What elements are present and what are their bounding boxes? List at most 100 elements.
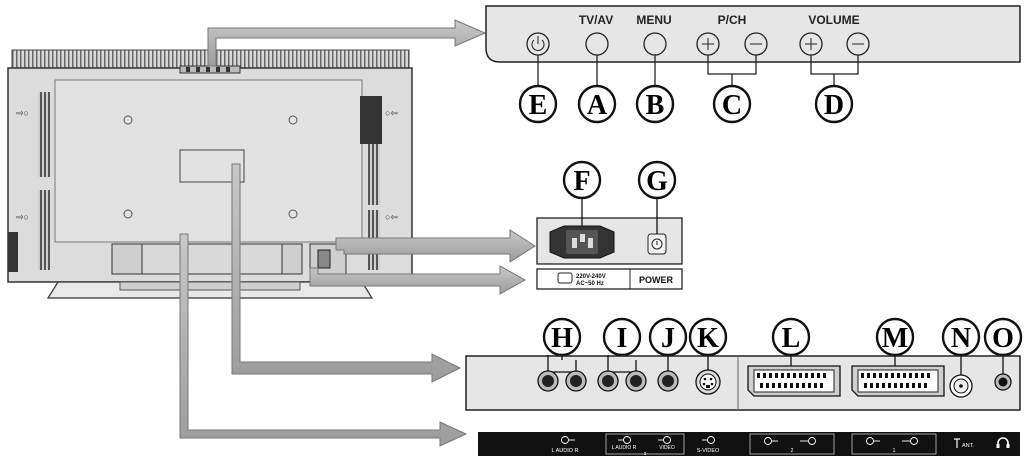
plus-icon bbox=[805, 38, 817, 50]
screw-hole bbox=[123, 209, 133, 219]
volume-label: VOLUME bbox=[808, 13, 859, 27]
power-icon bbox=[531, 36, 545, 51]
tv-rear-view: ⇨○ ⇨○ ○⇦ ○⇦ bbox=[7, 49, 413, 299]
antenna-label: ANT. bbox=[962, 443, 974, 449]
svg-text:N: N bbox=[951, 323, 971, 354]
svg-text:F: F bbox=[573, 166, 590, 197]
scart-2-number: 2 bbox=[791, 448, 794, 454]
output-arrow-icon bbox=[764, 437, 778, 445]
callout-g: G bbox=[637, 160, 677, 200]
headphone-jack[interactable] bbox=[994, 373, 1012, 391]
screw-hole bbox=[288, 115, 298, 125]
left-side-block bbox=[8, 232, 18, 272]
right-speaker-block bbox=[360, 96, 382, 144]
input-arrow-icon bbox=[902, 437, 918, 445]
control-leader-lines bbox=[537, 55, 859, 86]
power-frequency: AC~50 Hz bbox=[576, 281, 604, 287]
callout-a: A bbox=[577, 84, 617, 124]
power-voltage: 220V-240V bbox=[576, 274, 606, 280]
svg-text:B: B bbox=[646, 90, 665, 121]
svg-text:○⇦: ○⇦ bbox=[385, 108, 398, 118]
svg-text:G: G bbox=[646, 166, 668, 197]
input-arrow-icon bbox=[658, 436, 671, 444]
callout-n: N bbox=[941, 317, 981, 357]
power-text: POWER bbox=[639, 275, 674, 285]
menu-button[interactable] bbox=[643, 32, 667, 56]
video-in-jack[interactable] bbox=[657, 370, 679, 392]
arrow-to-terminal-strip bbox=[179, 233, 468, 447]
screw-hole bbox=[288, 209, 298, 219]
input-arrow-icon bbox=[618, 436, 631, 444]
audio-out-right-jack[interactable] bbox=[565, 370, 587, 392]
svg-text:I: I bbox=[617, 323, 628, 354]
tvav-button[interactable] bbox=[585, 32, 609, 56]
scart-1-number: 1 bbox=[893, 448, 896, 454]
av3-video-label: VIDEO bbox=[659, 445, 675, 451]
svg-text:E: E bbox=[529, 90, 548, 121]
svg-text:A: A bbox=[587, 90, 608, 121]
svg-text:C: C bbox=[722, 90, 742, 121]
callout-b: B bbox=[635, 84, 675, 124]
power-panel: 220V-240V AC~50 Hz POWER bbox=[536, 198, 683, 290]
audio-out-label: L AUDIO R bbox=[552, 448, 579, 454]
antenna-icon bbox=[954, 438, 960, 448]
arrow-to-power-label bbox=[309, 265, 527, 295]
svg-text:K: K bbox=[697, 323, 719, 354]
svg-text:M: M bbox=[882, 323, 908, 354]
svg-text:H: H bbox=[551, 323, 573, 354]
terminal-strip-background bbox=[478, 432, 1020, 456]
svideo-label: S-VIDEO bbox=[697, 448, 720, 454]
callout-d: D bbox=[814, 84, 854, 124]
svideo-jack[interactable] bbox=[695, 369, 721, 395]
svg-text:D: D bbox=[824, 90, 844, 121]
tvav-label: TV/AV bbox=[579, 13, 613, 27]
callout-i: I bbox=[602, 317, 642, 357]
callout-letters: E A B C D F G H bbox=[518, 84, 1023, 357]
power-switch-icon bbox=[651, 238, 663, 250]
audio-out-left-jack[interactable] bbox=[537, 370, 559, 392]
av3-number: 3 bbox=[644, 451, 647, 456]
screw-hole bbox=[123, 115, 133, 125]
scart-1-connector[interactable] bbox=[851, 365, 945, 397]
iec-socket-icon bbox=[557, 272, 573, 284]
control-panel: TV/AV MENU P/CH VOLUME bbox=[485, 5, 1021, 86]
svg-text:⇨○: ⇨○ bbox=[16, 212, 29, 222]
arrow-to-side-panel bbox=[231, 163, 462, 383]
callout-k: K bbox=[688, 317, 728, 357]
tv-back-panel bbox=[54, 79, 363, 243]
callout-e: E bbox=[518, 84, 558, 124]
menu-label: MENU bbox=[636, 13, 671, 27]
svg-text:○⇦: ○⇦ bbox=[385, 212, 398, 222]
callout-h: H bbox=[542, 317, 582, 357]
svg-text:⇨○: ⇨○ bbox=[16, 108, 29, 118]
audio-in-left-jack[interactable] bbox=[597, 370, 619, 392]
terminal-label-strip: L AUDIO R L AUDIO R VIDEO 3 S-VIDEO bbox=[478, 432, 1020, 456]
audio-in-right-jack[interactable] bbox=[625, 370, 647, 392]
arrow-to-power-socket bbox=[335, 229, 536, 263]
left-vent bbox=[38, 92, 50, 177]
callout-l: L bbox=[771, 317, 811, 357]
svg-text:O: O bbox=[992, 323, 1014, 354]
antenna-input[interactable] bbox=[949, 374, 973, 398]
power-rating-label bbox=[536, 268, 683, 290]
svg-text:L: L bbox=[782, 323, 801, 354]
input-arrow-icon bbox=[800, 437, 816, 445]
callout-f: F bbox=[562, 160, 602, 200]
callout-j: J bbox=[648, 317, 688, 357]
svg-text:J: J bbox=[661, 323, 675, 354]
callout-o: O bbox=[983, 317, 1023, 357]
arrow-to-control-panel bbox=[207, 19, 487, 67]
plus-icon bbox=[702, 38, 714, 50]
callout-m: M bbox=[875, 317, 915, 357]
av3-audio-label: L AUDIO R bbox=[612, 445, 637, 451]
input-arrow-icon bbox=[702, 436, 715, 444]
rating-label bbox=[179, 149, 245, 183]
output-arrow-icon bbox=[561, 436, 575, 444]
side-io-panel bbox=[465, 355, 1021, 411]
headphones-icon bbox=[996, 437, 1010, 448]
scart-2-connector[interactable] bbox=[747, 365, 841, 397]
callout-c: C bbox=[712, 84, 752, 124]
pch-label: P/CH bbox=[718, 13, 747, 27]
output-arrow-icon bbox=[866, 437, 880, 445]
